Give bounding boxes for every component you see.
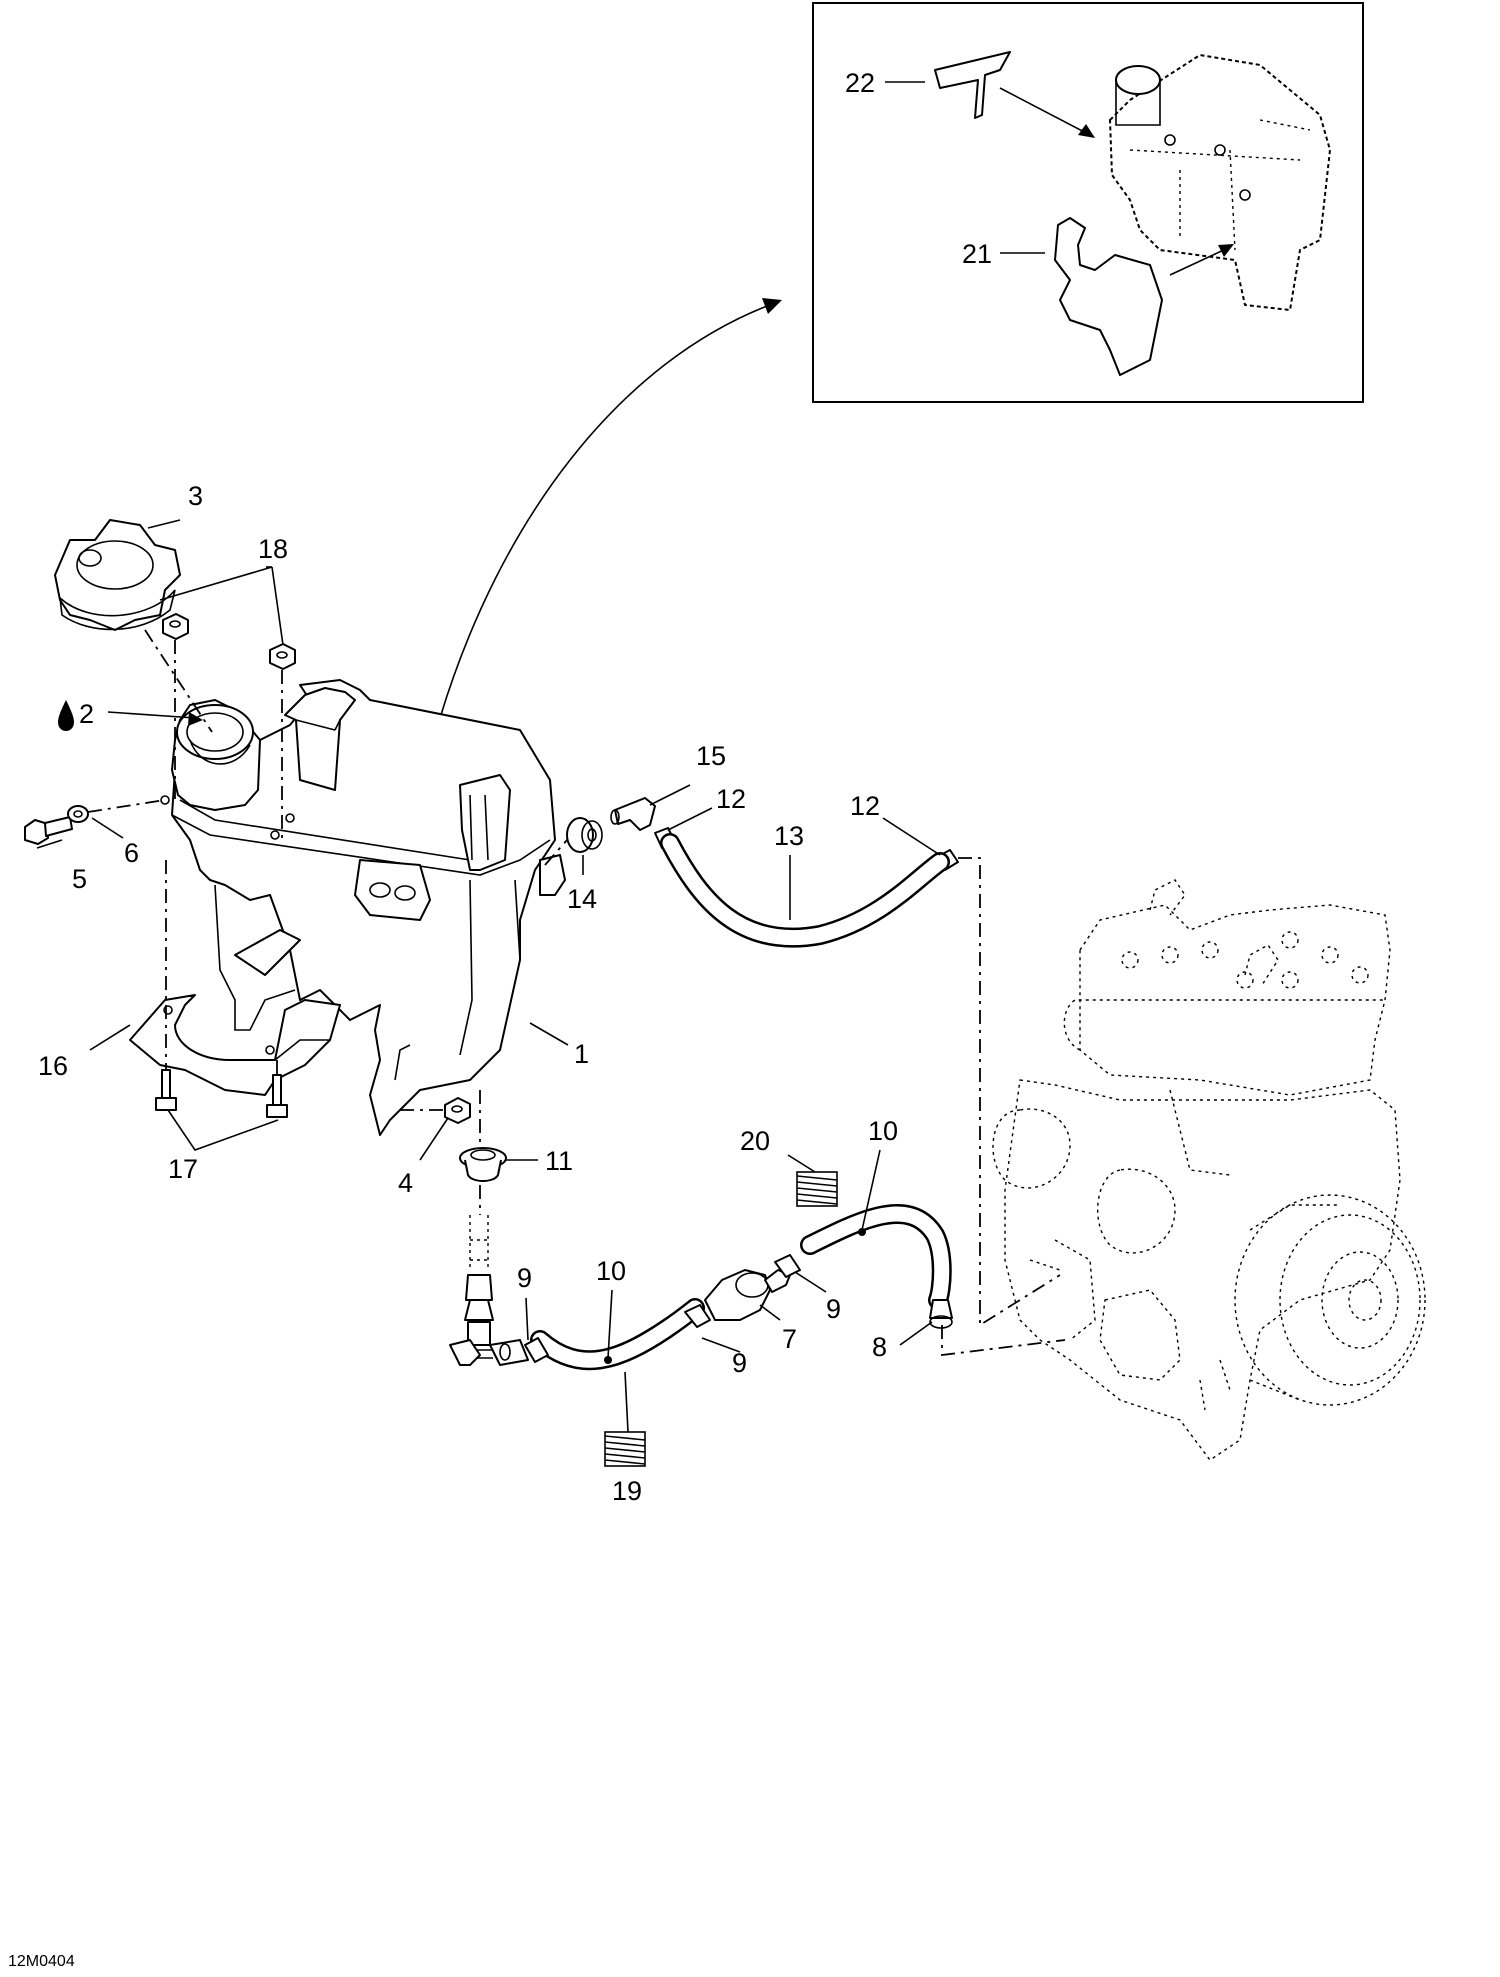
- leader-9b: [701, 1337, 741, 1353]
- callout-4: 4: [398, 1168, 413, 1198]
- clamp-8: [929, 1299, 953, 1329]
- leader-10b: [861, 1149, 881, 1231]
- arrowhead-21: [1218, 244, 1234, 257]
- tee-fitting: [489, 1339, 529, 1366]
- leader-12a: [667, 807, 713, 831]
- screw-17a: [155, 1069, 177, 1111]
- spring-20: [796, 1171, 838, 1207]
- callout-16: 16: [38, 1051, 68, 1081]
- dot-10b: [858, 1228, 866, 1236]
- callout-19: 19: [612, 1476, 642, 1506]
- callout-12b: 12: [850, 791, 880, 821]
- callout-10b: 10: [868, 1116, 898, 1146]
- centerline-cap: [144, 629, 213, 733]
- callout-22: 22: [845, 68, 875, 98]
- detail-arrow: [439, 302, 776, 719]
- clamp-9b: [684, 1304, 711, 1328]
- callout-18: 18: [258, 534, 288, 564]
- leader-19: [624, 1371, 629, 1433]
- leader-1: [529, 1022, 569, 1046]
- callout-7: 7: [782, 1324, 797, 1354]
- centerline-vent: [958, 857, 1061, 1327]
- leader-6: [91, 817, 124, 839]
- leader-9a: [525, 1297, 529, 1341]
- callout-2: 2: [79, 699, 94, 729]
- engine: [992, 879, 1426, 1461]
- callout-12a: 12: [716, 784, 746, 814]
- callout-17: 17: [168, 1154, 198, 1184]
- callout-9b: 9: [732, 1348, 747, 1378]
- figure-code: 12M0404: [8, 1953, 75, 1970]
- outlet-fitting: [449, 1215, 495, 1366]
- leader-18-a: [159, 566, 273, 601]
- inset-frame: [812, 2, 1364, 403]
- elbow-15: [610, 797, 656, 831]
- washer-6: [67, 805, 89, 823]
- clamp-9c: [774, 1254, 801, 1278]
- leader-12b: [882, 817, 941, 856]
- callout-13: 13: [774, 821, 804, 851]
- clamp-9a: [524, 1337, 549, 1363]
- leader-16: [89, 1024, 131, 1051]
- leader-3: [147, 519, 181, 529]
- callout-11: 11: [545, 1146, 573, 1176]
- leader-15: [649, 784, 691, 806]
- dot-10a: [604, 1356, 612, 1364]
- grommet-11: [459, 1147, 507, 1182]
- leader-8: [899, 1321, 933, 1346]
- inset-tank: [1109, 54, 1331, 311]
- nut-18b: [269, 643, 296, 670]
- screw-5: [24, 816, 73, 845]
- leader-17: [167, 1109, 279, 1151]
- callout-10a: 10: [596, 1256, 626, 1286]
- oil-drop-icon: [58, 700, 74, 731]
- callout-8: 8: [872, 1332, 887, 1362]
- callout-1: 1: [574, 1039, 589, 1069]
- leader-2: [107, 711, 196, 719]
- detail-arrowhead: [762, 298, 782, 314]
- arrowhead-22: [1078, 124, 1095, 138]
- callout-21: 21: [962, 239, 992, 269]
- leader-7: [759, 1304, 781, 1321]
- leader-20: [787, 1154, 816, 1173]
- centerline-14: [544, 839, 568, 866]
- callout-14: 14: [567, 884, 597, 914]
- arrow-22: [999, 87, 1091, 136]
- decal-21: [1054, 217, 1163, 376]
- grommet-14: [566, 817, 603, 853]
- inset-detail: 22 21: [812, 2, 1364, 403]
- centerline-5-6: [87, 799, 166, 813]
- leader-4: [419, 1117, 449, 1161]
- leader-9c: [794, 1271, 827, 1293]
- callout-20: 20: [740, 1126, 770, 1156]
- screw-17b: [266, 1074, 288, 1118]
- leader-5: [36, 839, 63, 849]
- spring-19: [604, 1431, 646, 1467]
- leader-10a: [607, 1289, 613, 1359]
- nut-18a: [162, 613, 189, 640]
- heat-shield-16: [129, 994, 341, 1096]
- callout-3: 3: [188, 481, 203, 511]
- callout-15: 15: [696, 741, 726, 771]
- nut-4: [444, 1097, 471, 1124]
- leader-18-b: [271, 566, 284, 646]
- arrow-21: [1169, 247, 1229, 276]
- decal-22: [934, 51, 1011, 119]
- arrowhead-2: [188, 712, 203, 726]
- callout-9c: 9: [826, 1294, 841, 1324]
- callout-9a: 9: [517, 1263, 532, 1293]
- callout-6: 6: [124, 838, 139, 868]
- callout-5: 5: [72, 864, 87, 894]
- tank-cap: [54, 519, 181, 631]
- centerline-pump: [941, 1325, 1066, 1357]
- oil-filter-7: [704, 1269, 791, 1321]
